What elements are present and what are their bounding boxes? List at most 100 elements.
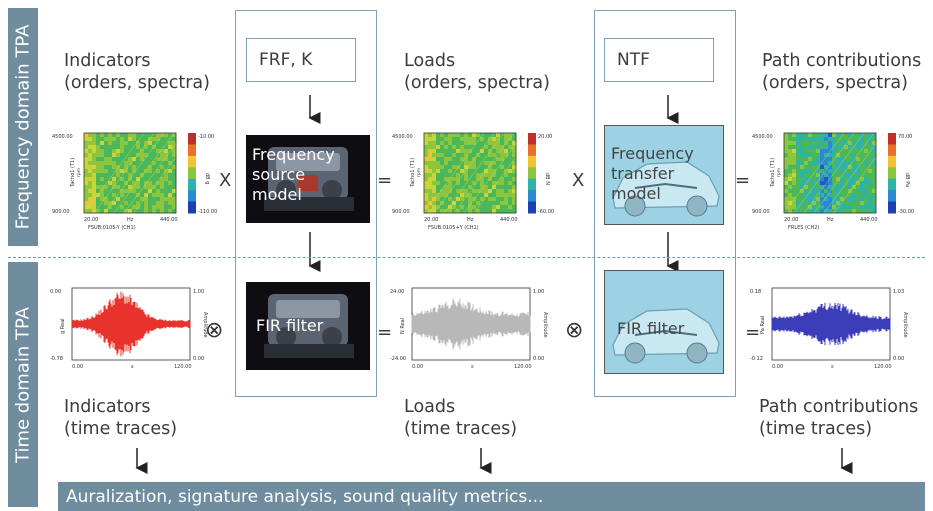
spectrogram-cell [96, 165, 101, 170]
spectrogram-cell [480, 161, 485, 166]
spectrogram-cell [456, 201, 461, 206]
spectrogram-cell [852, 149, 857, 154]
spectrogram-cell [496, 209, 501, 214]
spectrogram-cell [452, 161, 457, 166]
y-tick-top: 4500.00 [752, 134, 773, 140]
spectrogram-cell [824, 209, 829, 214]
spectrogram-cell [436, 153, 441, 158]
order-line [793, 132, 855, 214]
spectrogram-cell [112, 141, 117, 146]
spectrogram-cell [148, 173, 153, 178]
spectrogram-cell [860, 157, 865, 162]
spectrogram-cell [832, 177, 837, 182]
spectrogram-cell [140, 137, 145, 142]
spectrogram-cell [168, 161, 173, 166]
spectrogram-cell [804, 205, 809, 210]
spectrogram-cell [460, 177, 465, 182]
spectrogram-cell [96, 169, 101, 174]
spectrogram-cell [512, 189, 517, 194]
y-axis-label: g Real [60, 318, 66, 334]
spectrogram-cell [492, 133, 497, 138]
spectrogram-cell [856, 169, 861, 174]
equals-operator-2: = [735, 170, 751, 191]
spectrogram-cell [836, 145, 841, 150]
spectrogram-cell [164, 153, 169, 158]
spectrogram-cell [812, 141, 817, 146]
spectrogram-cell [792, 201, 797, 206]
spectrogram-cell [828, 193, 833, 198]
spectrogram-cell [792, 141, 797, 146]
spectrogram-cell [860, 201, 865, 206]
spectrogram-cell [460, 185, 465, 190]
spectrogram-cell [824, 133, 829, 138]
spectrogram-cell [804, 189, 809, 194]
spectrogram-cell [852, 141, 857, 146]
spectrogram-cell [784, 177, 789, 182]
spectrogram-cell [148, 201, 153, 206]
spectrogram-cell [868, 189, 873, 194]
spectrogram-cell [136, 137, 141, 142]
spectrogram-cell [108, 141, 113, 146]
spectrogram-cell [504, 133, 509, 138]
spectrogram-cell [852, 193, 857, 198]
spectrogram-cell [112, 161, 117, 166]
equals-operator-1: = [377, 170, 393, 191]
spectrogram-cell [152, 185, 157, 190]
equals-operator-3: = [377, 322, 393, 343]
spectrogram-cell [432, 205, 437, 210]
spectrogram-cell [832, 189, 837, 194]
spectrogram-cell [872, 205, 877, 210]
spectrogram-cell [440, 205, 445, 210]
spectrogram-cell [504, 197, 509, 202]
spectrogram-cell [88, 161, 93, 166]
spectrogram-cell [108, 185, 113, 190]
spectrogram-cell [168, 141, 173, 146]
spectrogram-cell [96, 201, 101, 206]
spectrogram-cell [436, 173, 441, 178]
spectrogram-cell [432, 153, 437, 158]
spectrogram-cell [460, 149, 465, 154]
spectrogram-cell [88, 177, 93, 182]
spectrogram-cell [456, 157, 461, 162]
spectrogram-cell [864, 165, 869, 170]
spectrogram-cell [512, 205, 517, 210]
spectrogram-cell [144, 137, 149, 142]
spectrogram-cell [820, 201, 825, 206]
spectrogram-cell [832, 193, 837, 198]
spectrogram-cell [432, 185, 437, 190]
spectrogram-cell [872, 189, 877, 194]
spectrogram-cell [88, 149, 93, 154]
spectrogram-cell [144, 193, 149, 198]
spectrogram-cell [464, 145, 469, 150]
spectrogram-cell [784, 173, 789, 178]
spectrogram-cell [132, 169, 137, 174]
spectrogram-cell [120, 141, 125, 146]
spectrogram-cell [852, 205, 857, 210]
x-tick-right: 440.00 [500, 217, 518, 223]
spectrogram-cell [812, 193, 817, 198]
spectrogram-cell [504, 137, 509, 142]
spectrogram-cell [428, 193, 433, 198]
order-line [813, 132, 875, 214]
spectrogram-cell [808, 205, 813, 210]
spectrogram-cell [112, 165, 117, 170]
spectrogram-cell [852, 209, 857, 214]
spectrogram-cell [152, 181, 157, 186]
spectrogram-cell [508, 157, 513, 162]
spectrogram-cell [480, 165, 485, 170]
spectrogram-cell [816, 173, 821, 178]
spectrogram-cell [468, 193, 473, 198]
plot-frame [83, 132, 177, 214]
spectrogram-cell [500, 161, 505, 166]
spectrogram-cell [828, 173, 833, 178]
spectrogram-cell [144, 149, 149, 154]
spectrogram-cell [832, 165, 837, 170]
time-domain-label: Time domain TPA [8, 262, 38, 507]
spectrogram-cell [428, 209, 433, 214]
spectrogram-cell [164, 185, 169, 190]
spectrogram-cell [156, 177, 161, 182]
spectrogram-cell [476, 141, 481, 146]
spectrogram-cell [512, 169, 517, 174]
order-line [463, 132, 525, 214]
spectrogram-cell [856, 181, 861, 186]
